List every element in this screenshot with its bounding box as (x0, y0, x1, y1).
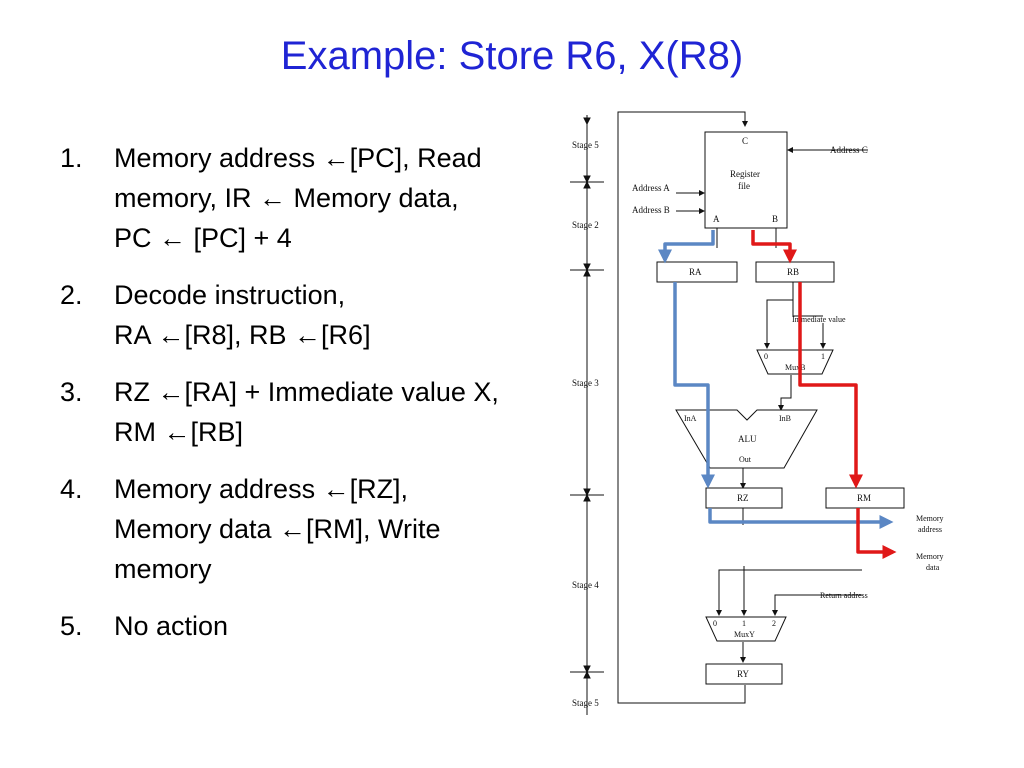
step-4: 4. Memory address ←[RZ], Memory data ←[R… (60, 469, 560, 589)
step-text-line: RM ←[RB] (114, 417, 244, 447)
register-rz-label: RZ (737, 493, 749, 503)
alu-input-a: InA (684, 414, 697, 423)
muxb-label: MuxB (785, 363, 805, 372)
datapath-diagram: Stage 5 Stage 2 Stage 3 Stage 4 Stage 5 … (570, 111, 944, 715)
stage-label: Stage 3 (572, 378, 599, 388)
step-text-line: RA ←[R8], RB ←[R6] (114, 320, 371, 350)
immediate-value-label: Immediate value (792, 315, 846, 324)
step-text-line: Memory address ←[PC], Read (114, 143, 482, 173)
path-b-highlight (798, 282, 863, 489)
muxy-input-2: 2 (772, 619, 776, 628)
muxb-input-0: 0 (764, 352, 768, 361)
step-5: 5. No action (60, 606, 560, 646)
step-text-line: memory (114, 554, 212, 584)
muxy-label: MuxY (734, 630, 755, 639)
step-text-line: Decode instruction, (114, 280, 346, 310)
step-text-line: No action (114, 611, 229, 641)
memory-address-label: address (918, 525, 942, 534)
alu-output: Out (739, 455, 752, 464)
register-ra (656, 261, 738, 283)
address-a-label: Address A (632, 183, 670, 193)
path-a-highlight (708, 508, 894, 529)
muxb-input-1: 1 (821, 352, 825, 361)
step-text-line: memory, IR ← Memory data, (114, 183, 459, 213)
muxy-input-1: 1 (742, 619, 746, 628)
path-a-highlight (673, 282, 715, 489)
step-list: 1. Memory address ←[PC], Read memory, IR… (60, 138, 560, 663)
datapath-wires (617, 111, 868, 704)
stage-label: Stage 5 (572, 140, 599, 150)
register-file-port-b: B (772, 214, 778, 224)
alu (675, 409, 818, 469)
step-text-line: Memory data ←[RM], Write (114, 514, 441, 544)
step-number: 4. (60, 474, 83, 504)
step-number: 1. (60, 143, 83, 173)
step-text-line: Memory address ←[RZ], (114, 474, 409, 504)
register-rb-label: RB (787, 267, 799, 277)
step-text-line: RZ ←[RA] + Immediate value X, (114, 377, 499, 407)
step-number: 2. (60, 280, 83, 310)
register-rz (705, 487, 783, 509)
address-b-label: Address B (632, 205, 670, 215)
register-rm-label: RM (857, 493, 871, 503)
path-b-highlight (856, 508, 897, 559)
register-ra-label: RA (689, 267, 702, 277)
register-file-label: Register (730, 169, 760, 179)
muxy-input-0: 0 (713, 619, 717, 628)
register-ry (705, 663, 783, 685)
stage-axis (570, 115, 604, 715)
memory-data-label: Memory (916, 552, 944, 561)
step-2: 2. Decode instruction, RA ←[R8], RB ←[R6… (60, 275, 560, 355)
memory-address-label: Memory (916, 514, 944, 523)
return-address-label: Return address (820, 591, 868, 600)
muxb (756, 349, 834, 375)
stage-label: Stage 5 (572, 698, 599, 708)
stage-label: Stage 4 (572, 580, 599, 590)
muxy (705, 616, 787, 642)
path-a-highlight (658, 230, 715, 264)
path-b-highlight (751, 230, 797, 264)
memory-data-label: data (926, 563, 940, 572)
stage-label: Stage 2 (572, 220, 599, 230)
step-text-line: PC ← [PC] + 4 (114, 223, 292, 253)
register-file-port-c: C (742, 136, 748, 146)
step-number: 3. (60, 377, 83, 407)
address-c-label: Address C (830, 145, 868, 155)
register-ry-label: RY (737, 669, 750, 679)
register-file-port-a: A (713, 214, 720, 224)
step-1: 1. Memory address ←[PC], Read memory, IR… (60, 138, 560, 258)
register-rm (825, 487, 905, 509)
slide-title: Example: Store R6, X(R8) (280, 34, 744, 78)
step-number: 5. (60, 611, 83, 641)
register-file-label: file (738, 181, 750, 191)
alu-input-b: InB (779, 414, 791, 423)
step-3: 3. RZ ←[RA] + Immediate value X, RM ←[RB… (60, 372, 560, 452)
alu-label: ALU (738, 434, 757, 444)
register-file (704, 131, 788, 229)
